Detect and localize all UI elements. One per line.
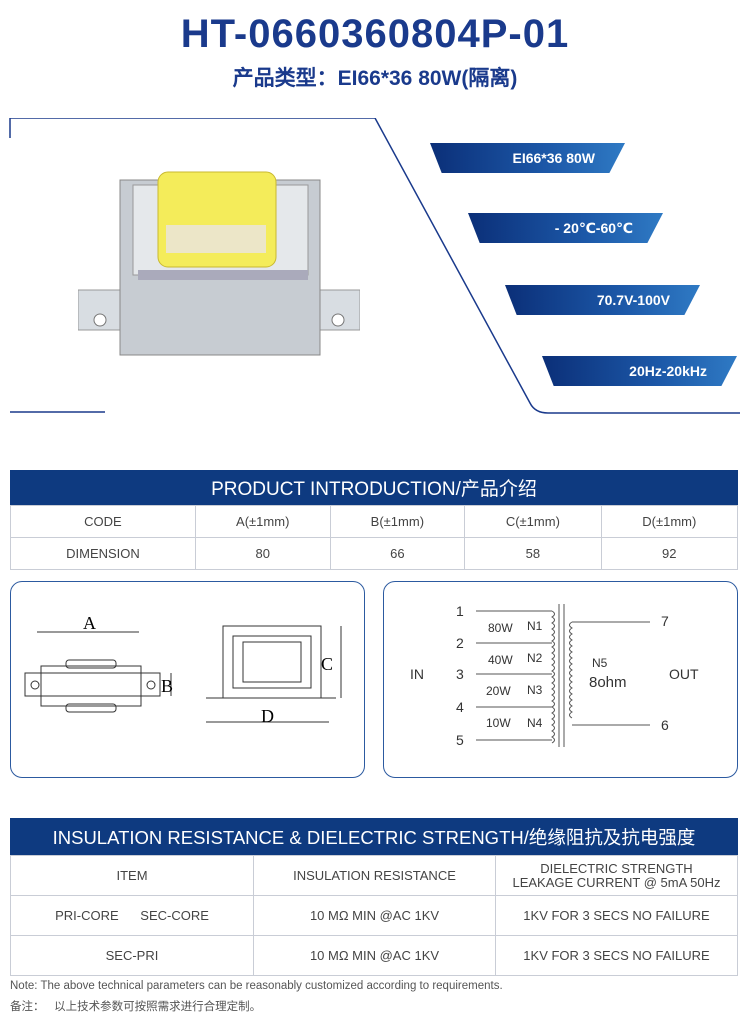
cell: 10 MΩ MIN @AC 1KV bbox=[253, 895, 496, 936]
dim-b-label: B bbox=[161, 676, 173, 696]
dim-c-label: C bbox=[321, 654, 333, 674]
cell: 66 bbox=[329, 537, 466, 570]
transformer-photo bbox=[78, 171, 360, 356]
th: A(±1mm) bbox=[194, 505, 331, 538]
spec-tag-voltage: 70.7V-100V bbox=[505, 285, 700, 315]
svg-text:40W: 40W bbox=[488, 653, 513, 667]
dim-a-label: A bbox=[83, 613, 96, 633]
cell: 1KV FOR 3 SECS NO FAILURE bbox=[495, 895, 738, 936]
cell: DIMENSION bbox=[10, 537, 196, 570]
dimension-drawing: A B C D bbox=[10, 581, 365, 778]
svg-text:8ohm: 8ohm bbox=[589, 674, 627, 691]
spec-tag-core: EI66*36 80W bbox=[430, 143, 625, 173]
svg-text:N3: N3 bbox=[527, 683, 543, 697]
svg-text:N5: N5 bbox=[592, 656, 608, 670]
svg-text:10W: 10W bbox=[486, 716, 511, 730]
out-label: OUT bbox=[669, 666, 699, 682]
svg-text:N1: N1 bbox=[527, 619, 543, 633]
th: INSULATION RESISTANCE bbox=[253, 855, 496, 896]
cell: 10 MΩ MIN @AC 1KV bbox=[253, 935, 496, 976]
svg-text:3: 3 bbox=[456, 666, 464, 682]
svg-text:80W: 80W bbox=[488, 621, 513, 635]
cell: SEC-PRI bbox=[10, 935, 254, 976]
th: B(±1mm) bbox=[329, 505, 466, 538]
cell: 1KV FOR 3 SECS NO FAILURE bbox=[495, 935, 738, 976]
cell: 58 bbox=[464, 537, 602, 570]
product-frame bbox=[9, 118, 740, 414]
svg-text:1: 1 bbox=[456, 603, 464, 619]
svg-text:7: 7 bbox=[661, 613, 669, 629]
page-title: HT-0660360804P-01 bbox=[180, 12, 570, 56]
cell: PRI-CORE SEC-CORE bbox=[10, 895, 254, 936]
product-type: 产品类型：EI66*36 80W(隔离) bbox=[232, 67, 518, 90]
svg-text:N4: N4 bbox=[527, 716, 543, 730]
cell: 80 bbox=[194, 537, 331, 570]
note-cn: 备注： 以上技术参数可按照需求进行合理定制。 bbox=[10, 1001, 262, 1013]
dim-d-label: D bbox=[261, 706, 274, 726]
th: ITEM bbox=[10, 855, 254, 896]
note-en: Note: The above technical parameters can… bbox=[10, 980, 503, 992]
svg-text:6: 6 bbox=[661, 717, 669, 733]
th: D(±1mm) bbox=[600, 505, 739, 538]
th: DIELECTRIC STRENGTH bbox=[540, 860, 693, 876]
spec-tag-frequency: 20Hz-20kHz bbox=[542, 356, 737, 386]
svg-text:2: 2 bbox=[456, 635, 464, 651]
th: LEAKAGE CURRENT @ 5mA 50Hz bbox=[512, 874, 721, 890]
svg-text:20W: 20W bbox=[486, 684, 511, 698]
cell: 92 bbox=[600, 537, 739, 570]
svg-text:N2: N2 bbox=[527, 651, 543, 665]
th: C(±1mm) bbox=[464, 505, 602, 538]
intro-title: PRODUCT INTRODUCTION/产品介绍 bbox=[10, 470, 738, 505]
th: CODE bbox=[10, 505, 196, 538]
svg-text:4: 4 bbox=[456, 699, 464, 715]
svg-text:5: 5 bbox=[456, 732, 464, 748]
insulation-title: INSULATION RESISTANCE & DIELECTRIC STREN… bbox=[10, 818, 738, 855]
spec-tag-temp: - 20℃-60℃ bbox=[468, 213, 663, 243]
in-label: IN bbox=[410, 666, 424, 682]
